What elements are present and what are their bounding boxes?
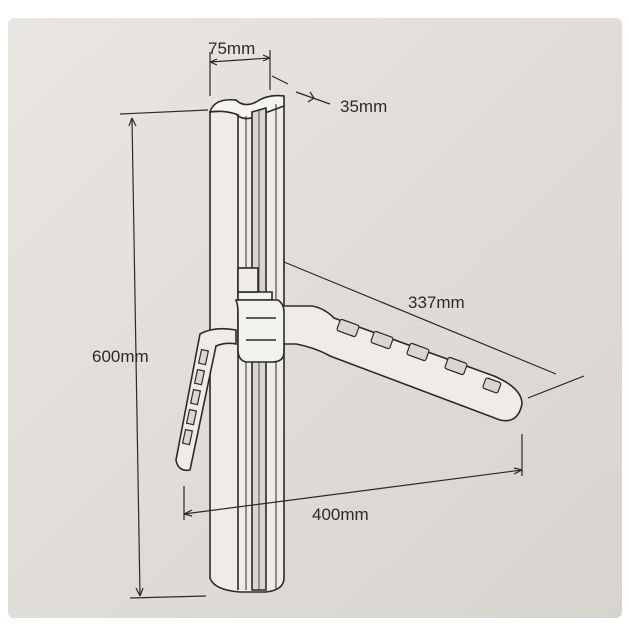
dim-label-depth: 35mm <box>340 97 387 116</box>
dim-label-top-width: 75mm <box>208 39 255 58</box>
hinge-bracket <box>234 267 285 363</box>
right-extended-arm <box>269 305 523 422</box>
dim-label-horizontal-reach: 400mm <box>312 505 369 524</box>
dim-label-height: 600mm <box>92 347 149 366</box>
dim-label-arm-length: 337mm <box>408 293 465 312</box>
left-folding-arm <box>175 327 237 472</box>
dimension-lines <box>119 50 585 599</box>
